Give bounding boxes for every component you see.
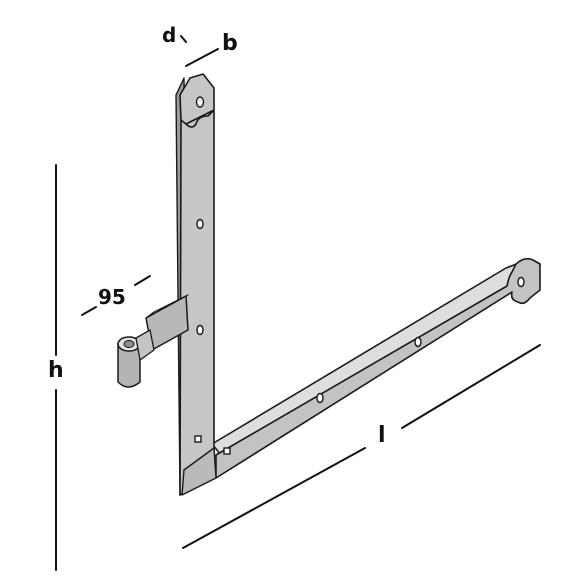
strap-hole-2 [196, 218, 204, 230]
corner-plate [181, 447, 217, 496]
label-d: d [162, 23, 177, 47]
gudgeon-neck [135, 328, 155, 362]
label-h: h [48, 358, 64, 383]
dimension-line-l-right [401, 344, 541, 429]
dimension-line-95-left [81, 306, 97, 316]
gudgeon-pin [117, 343, 141, 388]
strap-front-face [179, 73, 215, 496]
arm-hole-1 [316, 392, 324, 404]
label-b: b [222, 31, 238, 56]
gudgeon-plate-edge [145, 294, 189, 319]
arm-top-face [211, 261, 527, 456]
label-l: l [378, 423, 386, 448]
arm-square-hole [223, 447, 231, 455]
dimension-line-l-left [182, 447, 366, 549]
dimension-line-b [185, 48, 219, 67]
arm-front-face [215, 257, 541, 479]
strap-hole-3 [196, 324, 204, 336]
strap-hole-top [195, 96, 205, 108]
dimension-line-95-right [134, 275, 151, 286]
arm-hole-2 [414, 336, 422, 348]
dimension-line-d [180, 35, 187, 43]
label-95: 95 [98, 285, 126, 309]
gudgeon-pin-hole [123, 340, 135, 348]
arm-hole-end [517, 276, 525, 288]
strap-square-hole [194, 435, 202, 443]
